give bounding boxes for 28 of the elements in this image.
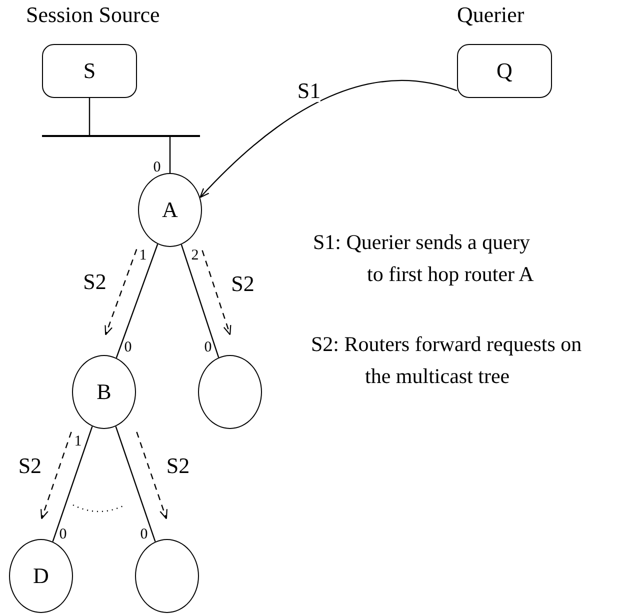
edge-label: S1 xyxy=(297,80,321,102)
router-circle: A xyxy=(138,173,202,247)
dashed-arrow xyxy=(40,432,72,520)
dashed-arrow xyxy=(104,249,138,336)
link-line xyxy=(180,244,220,358)
port-number: 2 xyxy=(191,248,199,264)
link-line xyxy=(88,98,90,135)
link-line xyxy=(52,426,93,542)
port-number: 1 xyxy=(139,248,147,264)
step-note: S2: Routers forward requests on the multicast tree xyxy=(311,331,583,390)
port-number: 0 xyxy=(140,528,148,542)
port-number: 0 xyxy=(153,160,161,176)
dashed-arrow xyxy=(136,432,168,520)
port-number: 0 xyxy=(204,340,212,356)
host-box: S xyxy=(42,44,137,98)
step-note: S1: Querier sends a query to first hop router A xyxy=(313,229,535,288)
arrow xyxy=(200,80,458,198)
link-line xyxy=(169,137,171,173)
router-circle: D xyxy=(9,539,73,613)
dashed-arrow xyxy=(202,250,232,336)
node-caption: Querier xyxy=(457,4,524,26)
port-number: 0 xyxy=(124,340,132,356)
link-line xyxy=(116,244,158,358)
link-line xyxy=(115,426,156,542)
host-box: Q xyxy=(457,44,552,98)
router-circle: B xyxy=(72,355,136,429)
node-caption: Session Source xyxy=(26,4,160,26)
port-number: 1 xyxy=(74,434,82,450)
